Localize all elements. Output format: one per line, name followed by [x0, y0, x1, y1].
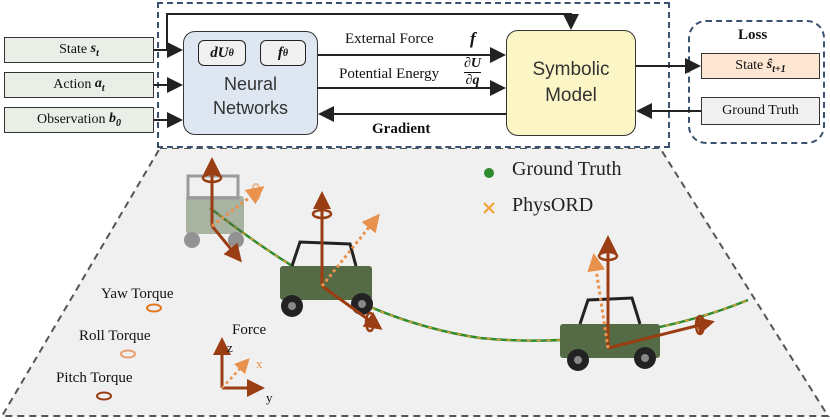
external-force-symbol: f: [470, 29, 476, 48]
pipeline-arrows: [154, 13, 701, 128]
loss-ground-truth-label: Ground Truth: [722, 103, 799, 118]
axis-y-label: y: [266, 390, 273, 405]
axis-z-label: z: [227, 340, 233, 355]
axis-x-label: x: [256, 356, 263, 371]
state-input-box: State st: [4, 37, 154, 63]
neural-title-line2: Networks: [212, 98, 288, 118]
model-frame: [157, 2, 670, 148]
external-force-label: External Force: [345, 31, 434, 47]
ground-truth-legend-label: Ground Truth: [512, 158, 622, 180]
physord-legend-marker: [483, 202, 495, 214]
symbolic-line2: Model: [545, 85, 597, 106]
action-label: Action: [53, 77, 92, 92]
loss-title: Loss: [738, 27, 768, 43]
yaw-torque-label: Yaw Torque: [101, 286, 174, 302]
fraction-numerator: ∂U: [464, 56, 482, 71]
yaw-torque-icon: [146, 303, 162, 313]
neural-networks-title: Neural Networks: [184, 72, 317, 120]
force-label: Force: [232, 322, 267, 338]
symbolic-model-box: Symbolic Model: [506, 30, 636, 136]
vehicle-right: [560, 296, 660, 371]
observation-input-box: Observation b0: [4, 107, 154, 133]
scene-illustration: [0, 148, 830, 417]
observation-subscript: 0: [115, 117, 121, 129]
action-input-box: Action at: [4, 72, 154, 98]
fraction-denominator: ∂q: [464, 72, 482, 88]
du-chip-sub: θ: [228, 47, 234, 59]
state-label: State: [59, 42, 88, 57]
loss-state-box: State ŝt+1: [701, 53, 820, 79]
potential-energy-label: Potential Energy: [339, 66, 440, 82]
potential-energy-fraction: ∂U ∂q: [464, 56, 482, 89]
loss-ground-truth-box: Ground Truth: [701, 97, 820, 125]
loss-state-label: State: [735, 58, 764, 73]
physord-trajectory: [209, 207, 749, 342]
pitch-torque-icon: [96, 391, 112, 401]
state-symbol: s: [90, 41, 97, 57]
du-chip-main: dU: [210, 44, 229, 61]
neural-title-line1: Neural: [223, 74, 278, 94]
ground-truth-legend-marker: [484, 168, 494, 178]
loss-state-symbol: ŝ: [766, 57, 773, 73]
force-axes-icon: [213, 337, 265, 397]
physord-legend-label: PhysORD: [512, 194, 594, 216]
f-chip-main: f: [277, 44, 283, 61]
action-symbol: a: [94, 76, 102, 92]
pitch-torque-label: Pitch Torque: [56, 370, 133, 386]
loss-state-subscript: t+1: [772, 63, 786, 75]
state-to-symbolic-arrow: [166, 13, 579, 50]
observation-label: Observation: [37, 112, 106, 127]
loss-frame: [688, 20, 825, 144]
observation-symbol: b: [108, 111, 116, 127]
roll-torque-icon: [120, 349, 136, 359]
roll-torque-label: Roll Torque: [79, 328, 151, 344]
f-chip-sub: θ: [282, 47, 289, 59]
state-subscript: t: [96, 47, 99, 59]
action-subscript: t: [101, 82, 105, 94]
symbolic-line1: Symbolic: [532, 59, 610, 80]
gradient-label: Gradient: [372, 121, 431, 137]
